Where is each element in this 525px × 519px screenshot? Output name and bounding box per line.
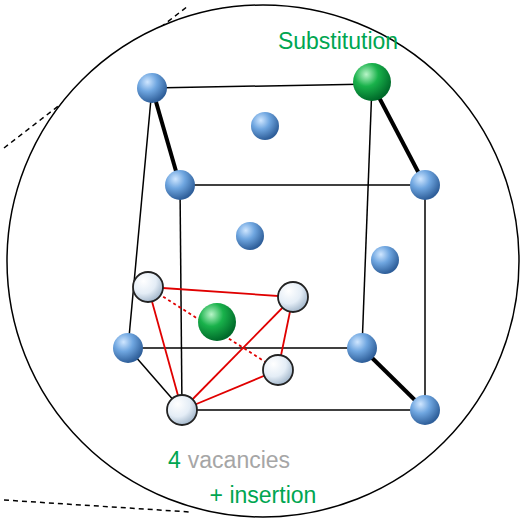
vacancy-label: vacancies xyxy=(188,449,290,472)
substitution-label: Substitution xyxy=(278,30,398,53)
insertion-label: + insertion xyxy=(210,484,317,507)
vacancy-count: 4 xyxy=(168,449,181,472)
